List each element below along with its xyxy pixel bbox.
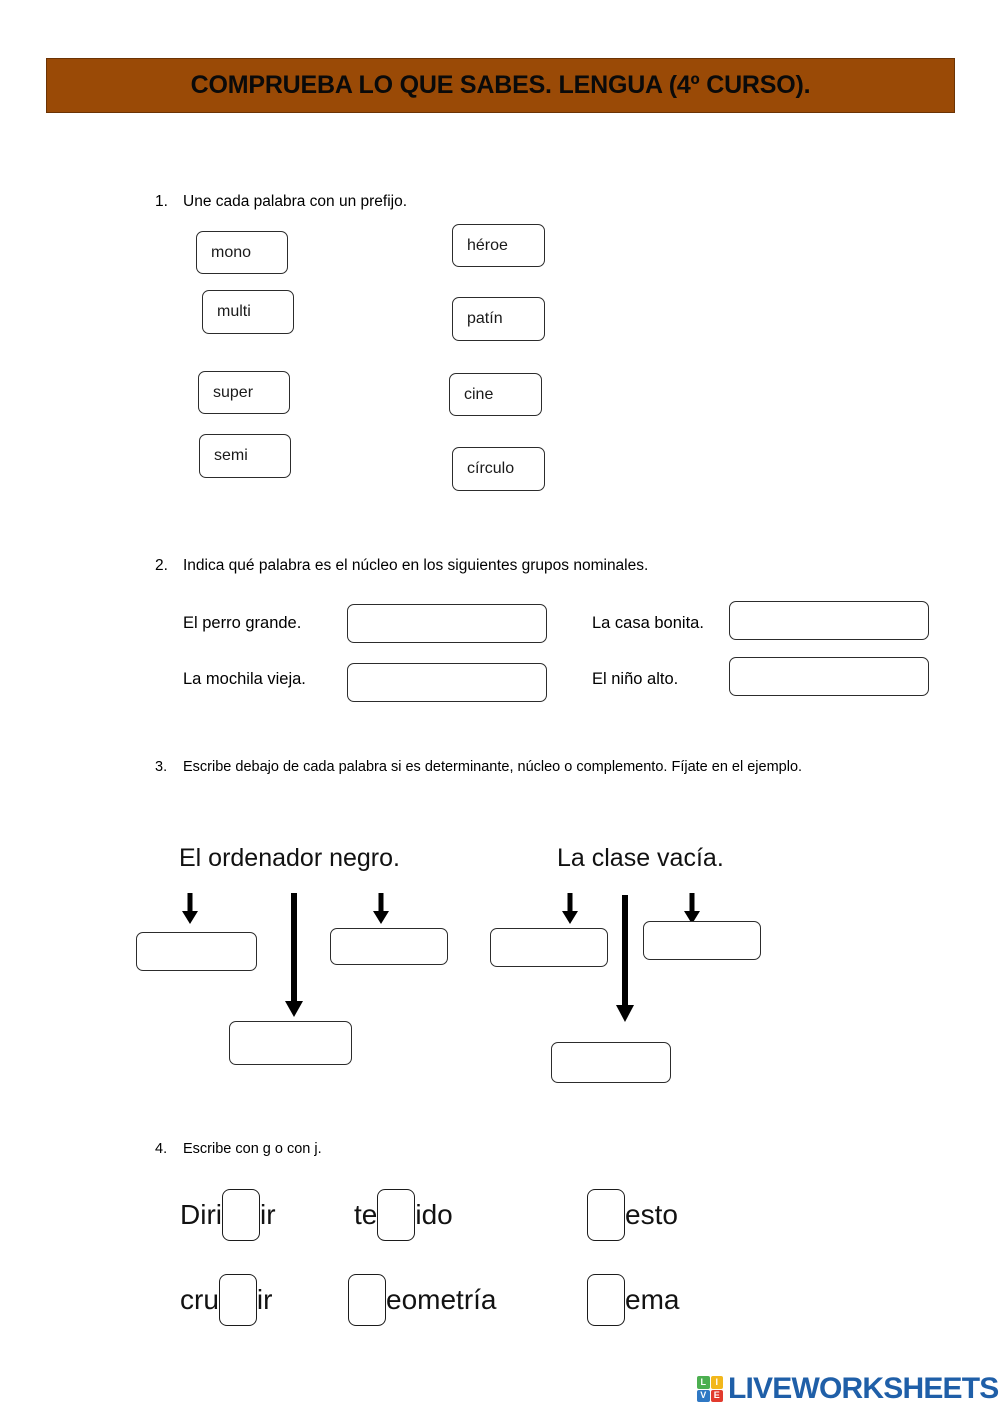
- root-card-label: patín: [467, 310, 503, 327]
- spelling-input-gesto[interactable]: [587, 1189, 625, 1241]
- noun-group-label-perro: El perro grande.: [183, 614, 302, 632]
- spelling-item-gema: ema: [587, 1274, 679, 1326]
- logo-tile-v: V: [697, 1389, 710, 1402]
- analysis-input-s2-nucleo[interactable]: [551, 1042, 671, 1083]
- prefix-card-label: super: [213, 383, 254, 401]
- spelling-suffix: ema: [625, 1284, 680, 1315]
- spelling-input-geometria[interactable]: [348, 1274, 386, 1326]
- prefix-card-semi[interactable]: semi: [199, 434, 291, 478]
- root-card-patin[interactable]: patín: [452, 297, 545, 341]
- liveworksheets-wordmark: LIVEWORKSHEETS: [728, 1372, 999, 1405]
- exercise-3-heading: 3. Escribe debajo de cada palabra si es …: [155, 759, 802, 775]
- noun-group-label-mochila: La mochila vieja.: [183, 670, 306, 688]
- prefix-card-label: mono: [211, 243, 252, 261]
- arrow-down-long-icon: [614, 895, 636, 1023]
- spelling-item-dirigir: Diri ir: [180, 1189, 276, 1241]
- nucleus-input-nino[interactable]: [729, 657, 929, 696]
- prefix-card-super[interactable]: super: [198, 371, 290, 414]
- exercise-1-heading: 1. Une cada palabra con un prefijo.: [155, 193, 407, 211]
- exercise-4-heading: 4. Escribe con g o con j.: [155, 1141, 322, 1157]
- spelling-prefix: te: [354, 1199, 378, 1230]
- noun-group-label-casa: La casa bonita.: [592, 614, 704, 632]
- analysis-input-s2-determinante[interactable]: [490, 928, 608, 967]
- arrow-down-icon: [371, 893, 391, 925]
- spelling-input-crujir[interactable]: [218, 1274, 257, 1326]
- root-card-cine[interactable]: cine: [449, 373, 542, 416]
- spelling-item-gesto: esto: [587, 1189, 678, 1241]
- logo-tile-i: I: [710, 1376, 723, 1389]
- spelling-suffix: ir: [256, 1284, 273, 1315]
- analysis-input-s1-complemento[interactable]: [330, 928, 448, 965]
- arrow-down-icon: [180, 893, 200, 925]
- nucleus-input-perro[interactable]: [347, 604, 547, 643]
- liveworksheets-logo-icon: L I V E: [697, 1376, 723, 1402]
- nucleus-input-mochila[interactable]: [347, 663, 547, 702]
- exercise-2-heading: 2. Indica qué palabra es el núcleo en lo…: [155, 557, 648, 575]
- root-card-heroe[interactable]: héroe: [452, 224, 545, 267]
- exercise-4-instruction: Escribe con g o con j.: [183, 1141, 322, 1157]
- noun-group-label-nino: El niño alto.: [592, 670, 679, 688]
- worksheet-header-banner: COMPRUEBA LO QUE SABES. LENGUA (4º CURSO…: [46, 58, 955, 113]
- arrow-down-icon: [560, 893, 580, 925]
- exercise-4-number: 4.: [155, 1141, 168, 1157]
- exercise-2-instruction: Indica qué palabra es el núcleo en los s…: [183, 557, 649, 574]
- spelling-suffix: ir: [260, 1199, 276, 1230]
- spelling-suffix: ido: [415, 1199, 453, 1230]
- spelling-input-dirigir[interactable]: [222, 1189, 260, 1241]
- analysis-input-s2-complemento[interactable]: [643, 921, 761, 960]
- prefix-card-multi[interactable]: multi: [202, 290, 294, 334]
- spelling-prefix: cru: [180, 1284, 219, 1315]
- exercise-2-number: 2.: [155, 557, 168, 574]
- prefix-card-mono[interactable]: mono: [196, 231, 288, 274]
- liveworksheets-logo[interactable]: L I V E LIVEWORKSHEETS: [697, 1374, 999, 1404]
- page-title: COMPRUEBA LO QUE SABES. LENGUA (4º CURSO…: [190, 71, 811, 99]
- exercise-1-instruction: Une cada palabra con un prefijo.: [183, 193, 408, 210]
- spelling-item-tejido: te ido: [354, 1189, 453, 1241]
- logo-tile-e: E: [710, 1389, 723, 1402]
- arrow-down-icon: [682, 893, 702, 925]
- spelling-input-gema[interactable]: [587, 1274, 625, 1326]
- root-card-label: círculo: [467, 460, 515, 477]
- spelling-item-crujir: cru ir: [180, 1274, 272, 1326]
- spelling-prefix: Diri: [180, 1199, 222, 1230]
- spelling-suffix: esto: [625, 1199, 678, 1230]
- root-card-circulo[interactable]: círculo: [452, 447, 545, 491]
- exercise-3-instruction: Escribe debajo de cada palabra si es det…: [183, 759, 803, 775]
- prefix-card-label: multi: [217, 303, 251, 320]
- root-card-label: cine: [464, 385, 494, 403]
- exercise-3-sentence-2: La clase vacía.: [557, 844, 724, 872]
- spelling-input-tejido[interactable]: [377, 1189, 416, 1241]
- analysis-input-s1-nucleo[interactable]: [229, 1021, 352, 1065]
- logo-tile-l: L: [697, 1376, 710, 1389]
- exercise-3-number: 3.: [155, 759, 168, 775]
- arrow-down-long-icon: [283, 893, 305, 1018]
- exercise-3-sentence-1: El ordenador negro.: [179, 844, 400, 872]
- nucleus-input-casa[interactable]: [729, 601, 929, 640]
- spelling-suffix: eometría: [386, 1284, 497, 1315]
- exercise-1-number: 1.: [155, 193, 168, 210]
- analysis-input-s1-determinante[interactable]: [136, 932, 257, 971]
- spelling-item-geometria: eometría: [348, 1274, 497, 1326]
- prefix-card-label: semi: [214, 447, 248, 464]
- root-card-label: héroe: [467, 236, 508, 254]
